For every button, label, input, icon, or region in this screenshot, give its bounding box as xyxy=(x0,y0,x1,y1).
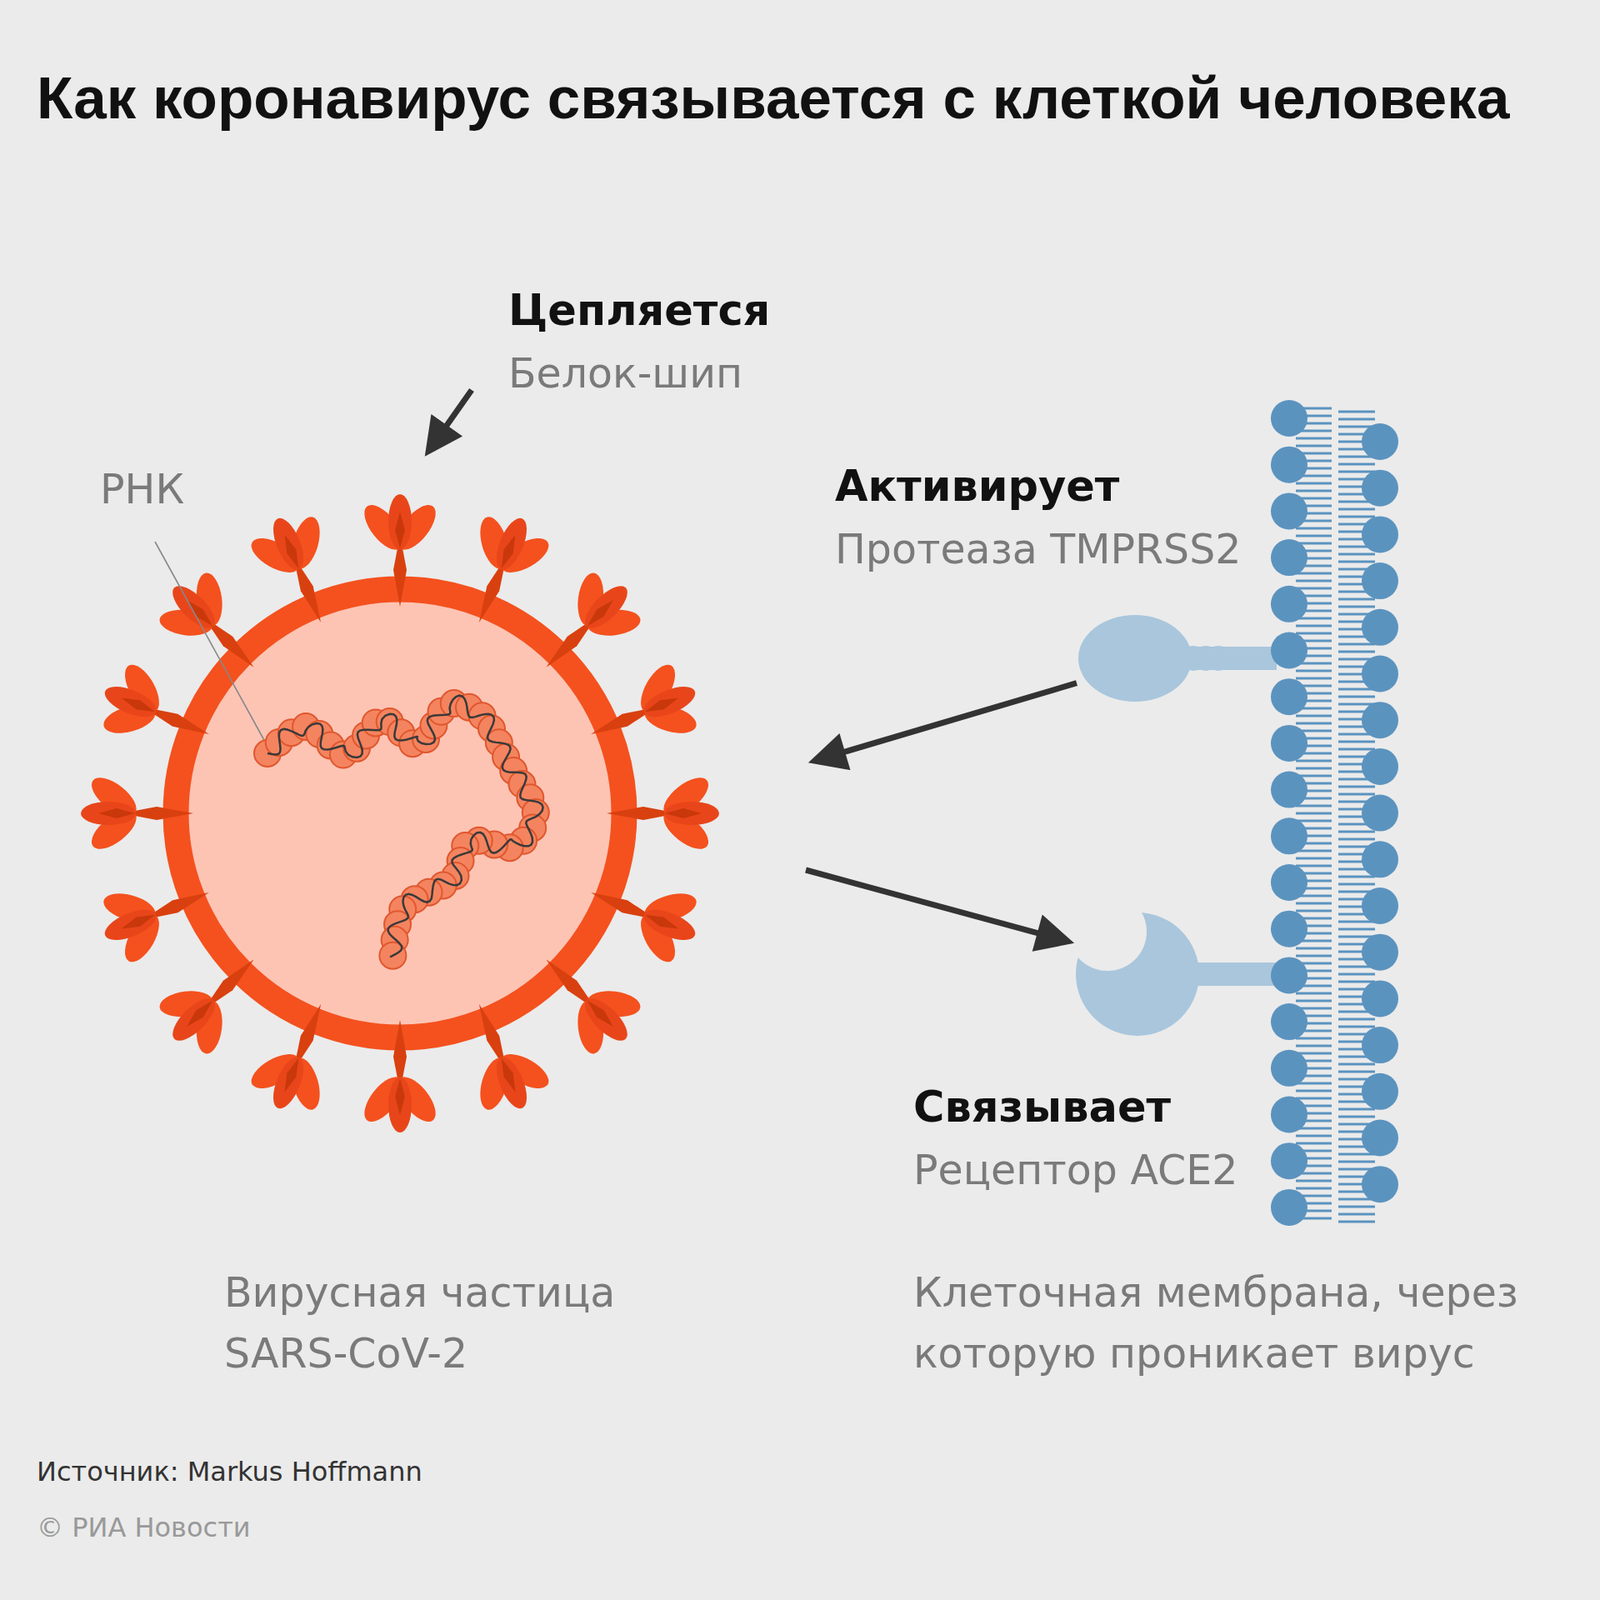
spike-protein xyxy=(515,929,656,1070)
leader-line xyxy=(155,541,265,742)
lipid-bilayer xyxy=(1270,400,1399,1226)
virus-particle: Вирусная частица SARS-CoV-2 xyxy=(66,490,806,1157)
ace2-receptor-art xyxy=(1076,912,1275,1038)
protein-name: Рецептор ACE2 xyxy=(913,1145,1238,1195)
rna-strand xyxy=(254,690,550,970)
spike-protein xyxy=(144,557,285,698)
cell-membrane: Клеточная мембрана, через которую проник… xyxy=(1266,403,1402,1234)
ace2-receptor: СвязываетРецептор ACE2 xyxy=(1076,912,1275,1038)
flow-arrow xyxy=(805,870,1056,939)
action-heading: Связывает xyxy=(913,1081,1171,1133)
protease-shape xyxy=(1078,615,1277,702)
spike-protein xyxy=(144,929,285,1070)
spike-protein xyxy=(606,770,720,856)
part-name: Белок-шип xyxy=(508,349,743,399)
source-note: Источник: Markus Hoffmann xyxy=(36,1455,423,1489)
part-name: РНК xyxy=(100,465,185,515)
virus-envelope xyxy=(175,589,625,1038)
spike-pointer-arrow xyxy=(435,390,472,441)
spike-protein xyxy=(357,1020,443,1133)
protease-tmprss2-art xyxy=(1076,612,1275,705)
spike-protein xyxy=(440,988,562,1125)
copyright-note: © РИА Новости xyxy=(36,1510,251,1545)
membrane-caption: Клеточная мембрана, через которую проник… xyxy=(913,1262,1580,1385)
spike-protein xyxy=(80,770,194,856)
spike-protein xyxy=(89,853,226,975)
spike-protein xyxy=(357,494,443,607)
spike-protein xyxy=(238,988,360,1125)
spike-protein xyxy=(515,557,656,698)
virus-particle-art xyxy=(66,490,806,1157)
spike-protein xyxy=(575,651,712,774)
receptor-shape xyxy=(1075,912,1277,1036)
spike-protein xyxy=(89,651,226,774)
virus-caption: Вирусная частица SARS-CoV-2 xyxy=(224,1262,741,1385)
protein-name: Протеаза TMPRSS2 xyxy=(835,525,1242,575)
flow-arrow xyxy=(826,683,1077,758)
cell-membrane-art xyxy=(1266,403,1402,1234)
spike-protein xyxy=(440,502,562,640)
spike-protein xyxy=(238,502,360,640)
action-heading: Активирует xyxy=(835,460,1120,512)
protease-tmprss2: АктивируетПротеаза TMPRSS2 xyxy=(1076,612,1275,705)
diagram-title: Как коронавирус связывается с клеткой че… xyxy=(36,58,1570,138)
action-heading: Цепляется xyxy=(508,285,770,336)
spike-protein xyxy=(575,853,712,975)
